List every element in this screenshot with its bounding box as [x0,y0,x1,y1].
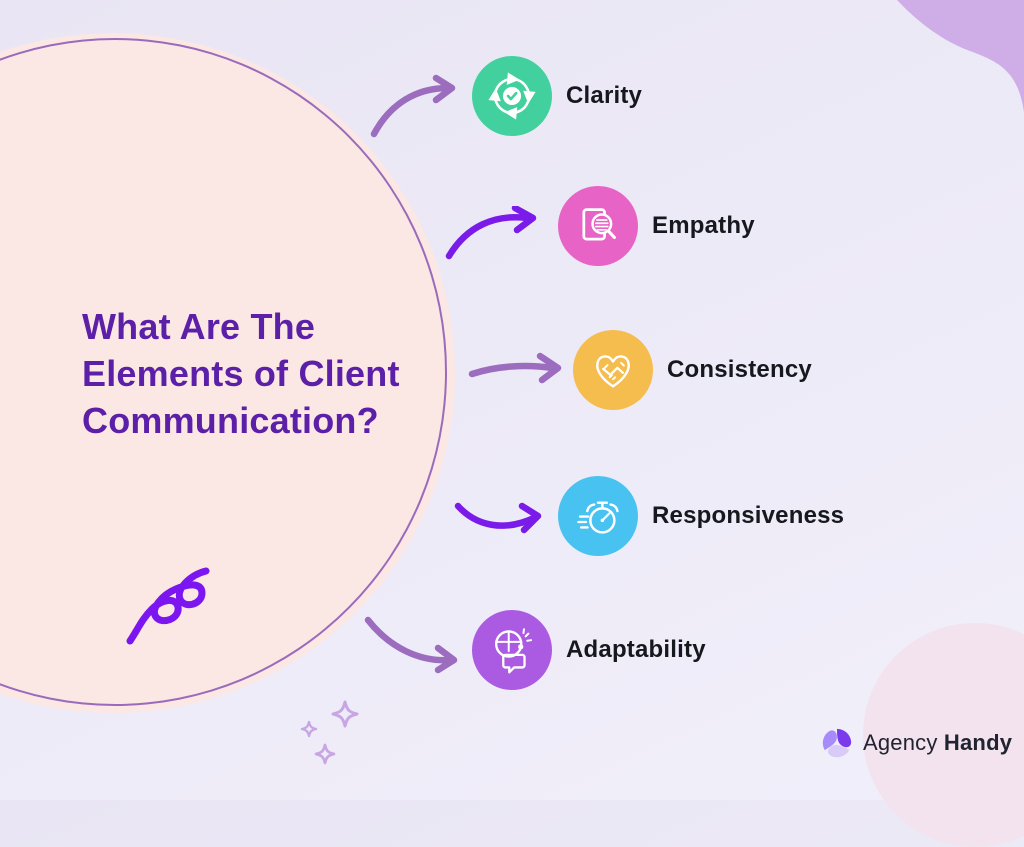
empathy-icon [558,186,638,266]
adaptability-icon [472,610,552,690]
item-label: Clarity [566,82,643,109]
page-title: What Are The Elements of Client Communic… [82,303,450,444]
item-responsiveness: Responsiveness [558,476,844,556]
item-empathy: Empathy [558,186,755,266]
squiggle-doodle-icon [126,567,210,645]
item-label: Empathy [652,212,755,239]
footer-blob-corner [995,745,1024,805]
brand-lockup: Agency Handy [820,726,1012,760]
responsiveness-icon [558,476,638,556]
document-magnifier-icon [582,208,622,241]
stopwatch-icon [574,492,622,540]
arrow-to-clarity [370,74,456,138]
corner-blob-top-right [897,0,1024,112]
item-label: Consistency [667,356,812,383]
consistency-icon [573,330,653,410]
item-clarity: Clarity [472,56,642,136]
cycle-check-icon [488,72,536,120]
brand-name-first: Agency [863,730,938,755]
head-puzzle-icon [488,626,536,674]
clarity-icon [472,56,552,136]
item-label: Adaptability [566,636,706,663]
page-title-line: Elements of Client [82,353,400,394]
brand-name-second: Handy [943,730,1013,755]
brand-name: Agency Handy [863,730,1012,756]
agency-handy-logo-icon [822,728,852,758]
page-title-line: What Are The [82,306,316,347]
arrow-to-adaptability [364,616,458,674]
item-adaptability: Adaptability [472,610,706,690]
arrow-to-responsiveness [454,502,542,534]
arrow-to-consistency [468,352,562,384]
page-title-line: Communication? [82,400,379,441]
item-consistency: Consistency [573,330,812,410]
item-label: Responsiveness [652,502,845,529]
heart-handshake-icon [589,346,637,394]
sparkles-icon [300,700,359,765]
arrow-to-empathy [445,206,537,260]
